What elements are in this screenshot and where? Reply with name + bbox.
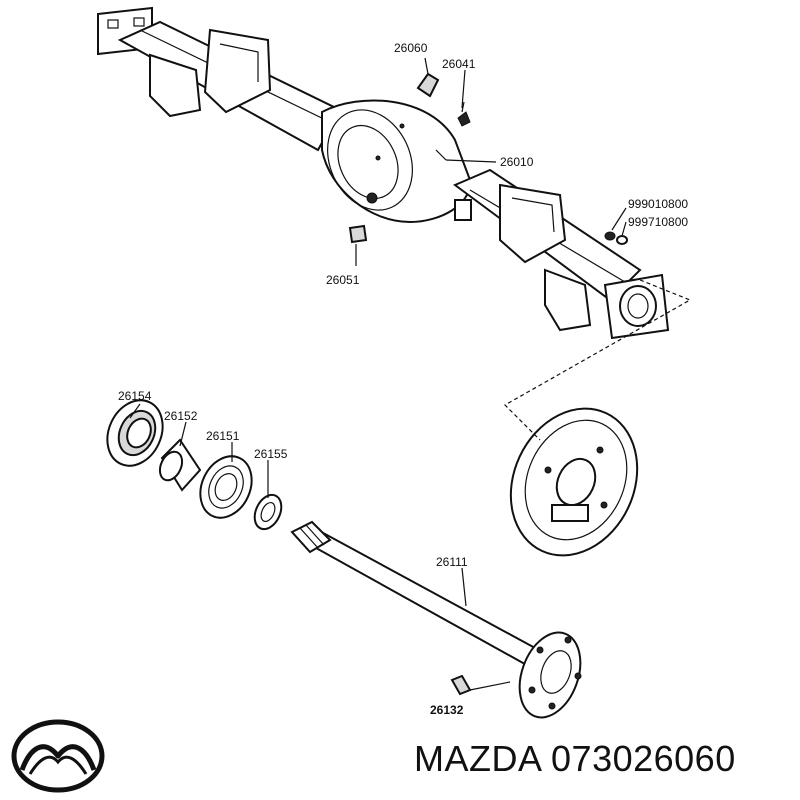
axle-housing <box>97 6 670 340</box>
label-999710800: 999710800 <box>628 215 688 229</box>
label-26010: 26010 <box>500 155 534 169</box>
breather-plug-shape <box>416 72 440 98</box>
axle-shaft <box>290 520 582 719</box>
label-26132: 26132 <box>430 703 464 717</box>
brand-name: MAZDA <box>414 738 541 779</box>
brake-backing-plate <box>509 407 639 557</box>
label-26111: 26111 <box>436 555 468 569</box>
label-26060: 26060 <box>394 41 428 55</box>
label-26151: 26151 <box>206 429 240 443</box>
label-26155: 26155 <box>254 447 288 461</box>
label-26041: 26041 <box>442 57 476 71</box>
washer-999710800-shape <box>616 235 628 245</box>
bearing-set <box>106 399 283 531</box>
nut-999010800-shape <box>604 231 616 241</box>
bolt-26041-shape <box>457 111 471 127</box>
label-26152: 26152 <box>164 409 198 423</box>
label-26154: 26154 <box>118 389 152 403</box>
spacer-ring-shape <box>253 493 283 531</box>
mazda-logo-icon <box>11 719 105 793</box>
drain-plug-shape <box>348 224 368 244</box>
label-26051: 26051 <box>326 273 360 287</box>
part-number: 073026060 <box>551 738 736 779</box>
caption-text: MAZDA 073026060 <box>414 738 736 780</box>
leader-lines <box>129 57 627 691</box>
label-999010800: 999010800 <box>628 197 688 211</box>
hub-bolt-shape <box>450 674 472 696</box>
bearing-shape <box>199 455 253 519</box>
